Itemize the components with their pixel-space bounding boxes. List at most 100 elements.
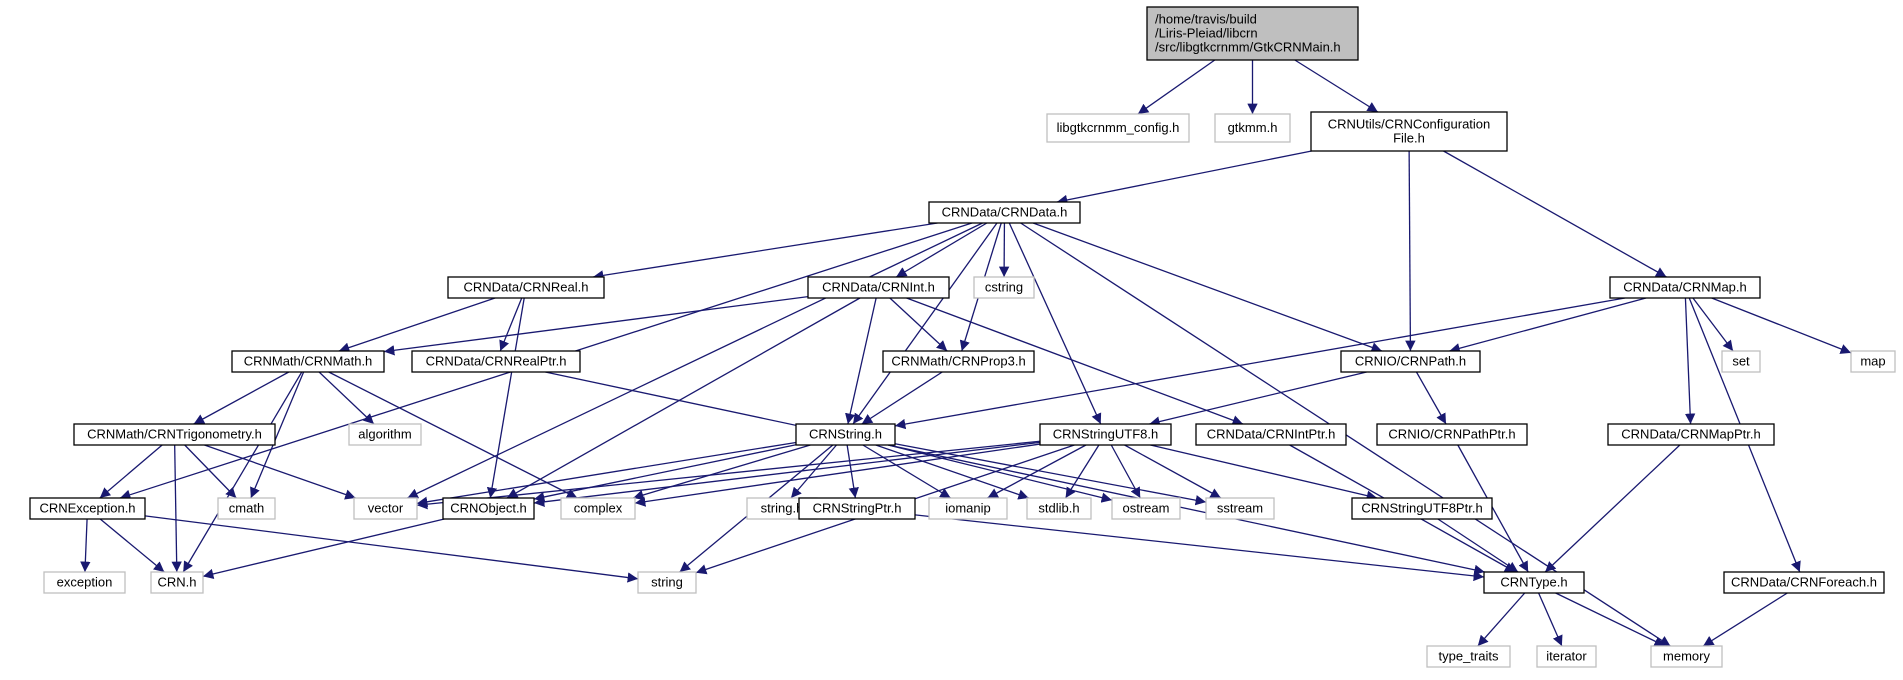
node-box	[1607, 423, 1775, 446]
edge-root-to-libgtkcrnmm_config	[1137, 59, 1216, 115]
edge-crnstring-to-ostream	[887, 444, 1113, 503]
node-cmath[interactable]: cmath	[217, 497, 276, 520]
edge-crnmap-to-crnstring	[894, 297, 1626, 430]
node-box	[353, 497, 418, 520]
node-libgtkcrnmm_config[interactable]: libgtkcrnmm_config.h	[1046, 113, 1190, 143]
edge-crnmath-to-algorithm	[318, 371, 375, 425]
node-gtkmm[interactable]: gtkmm.h	[1214, 113, 1291, 143]
node-crnreal[interactable]: CRNData/CRNReal.h	[447, 276, 605, 299]
node-root[interactable]: /home/travis/build/Liris-Pleiad/libcrn/s…	[1146, 6, 1359, 61]
node-box	[928, 201, 1081, 224]
node-crnrealptr[interactable]: CRNData/CRNRealPtr.h	[411, 350, 581, 373]
node-set[interactable]: set	[1721, 350, 1761, 373]
node-crnintptr[interactable]: CRNData/CRNIntPtr.h	[1195, 423, 1347, 446]
node-cstring[interactable]: cstring	[973, 276, 1035, 299]
node-string[interactable]: string	[637, 571, 697, 594]
node-label: gtkmm.h	[1228, 120, 1278, 135]
edge-crnmath-to-crn	[182, 371, 303, 573]
node-label: CRNData/CRNRealPtr.h	[426, 354, 567, 369]
node-type_traits[interactable]: type_traits	[1426, 645, 1511, 668]
node-crnobject[interactable]: CRNObject.h	[442, 497, 535, 520]
edge-crnobject-to-crn	[202, 518, 445, 579]
edge-crnmath-to-cmath	[250, 371, 305, 499]
node-label: CRNException.h	[39, 501, 135, 516]
node-box	[1026, 497, 1092, 520]
node-crnexception[interactable]: CRNException.h	[29, 497, 146, 520]
edge-crntype-to-iterator	[1538, 592, 1563, 647]
node-label: cstring	[985, 280, 1023, 295]
node-map[interactable]: map	[1850, 350, 1896, 373]
node-vector[interactable]: vector	[353, 497, 418, 520]
node-ostream[interactable]: ostream	[1111, 497, 1181, 520]
node-memory[interactable]: memory	[1650, 645, 1723, 668]
node-sstream[interactable]: sstream	[1205, 497, 1275, 520]
node-box	[1195, 423, 1347, 446]
node-box	[1721, 350, 1761, 373]
node-crnmath[interactable]: CRNMath/CRNMath.h	[231, 350, 385, 373]
edge-crnstringutf8-to-sstream	[1124, 444, 1222, 499]
node-crndata[interactable]: CRNData/CRNData.h	[928, 201, 1081, 224]
node-box	[795, 423, 896, 446]
node-label: CRNIO/CRNPathPtr.h	[1388, 427, 1515, 442]
node-crnmap[interactable]: CRNData/CRNMap.h	[1609, 276, 1761, 299]
node-label: CRNStringUTF8.h	[1053, 427, 1158, 442]
edge-crnstringptr-to-crntype	[914, 514, 1485, 582]
edge-crnstring-to-iomanip	[862, 444, 951, 499]
edge-crnstring-to-complex	[632, 444, 811, 501]
node-crnstring[interactable]: CRNString.h	[795, 423, 896, 446]
edge-crnreal-to-crnrealptr	[499, 297, 523, 352]
node-box	[1536, 645, 1597, 668]
node-crnint[interactable]: CRNData/CRNInt.h	[807, 276, 950, 299]
node-label: algorithm	[358, 427, 411, 442]
node-crnstringptr[interactable]: CRNStringPtr.h	[798, 497, 916, 520]
node-crntrig[interactable]: CRNMath/CRNTrigonometry.h	[73, 423, 276, 446]
node-stdlib[interactable]: stdlib.h	[1026, 497, 1092, 520]
node-algorithm[interactable]: algorithm	[348, 423, 422, 446]
node-label: type_traits	[1439, 649, 1499, 664]
node-box	[1340, 350, 1481, 373]
node-crnmapptr[interactable]: CRNData/CRNMapPtr.h	[1607, 423, 1775, 446]
node-box	[29, 497, 146, 520]
node-label: map	[1860, 354, 1885, 369]
node-box	[1609, 276, 1761, 299]
edge-crnexception-to-string	[144, 515, 639, 583]
node-label: CRNMath/CRNProp3.h	[891, 354, 1025, 369]
node-box	[1146, 6, 1359, 61]
edge-crntrig-to-crn	[171, 444, 182, 573]
node-box	[1046, 113, 1190, 143]
node-crnpath[interactable]: CRNIO/CRNPath.h	[1340, 350, 1481, 373]
edge-crnmap-to-set	[1692, 297, 1734, 352]
node-box	[73, 423, 276, 446]
node-label: CRNData/CRNInt.h	[822, 280, 935, 295]
node-crnpathptr[interactable]: CRNIO/CRNPathPtr.h	[1376, 423, 1528, 446]
node-exception[interactable]: exception	[43, 571, 126, 594]
node-iomanip[interactable]: iomanip	[928, 497, 1008, 520]
edge-crntype-to-type_traits	[1477, 592, 1526, 647]
node-label: CRNMath/CRNTrigonometry.h	[87, 427, 262, 442]
node-label: CRNStringUTF8Ptr.h	[1361, 501, 1482, 516]
edge-crnstringutf8-to-complex	[634, 443, 1041, 507]
node-box	[1650, 645, 1723, 668]
node-box	[928, 497, 1008, 520]
node-box	[1850, 350, 1896, 373]
node-box	[1205, 497, 1275, 520]
node-label: iomanip	[945, 501, 991, 516]
edge-crnstringutf8-to-ostream	[1110, 444, 1141, 499]
edge-crnforeach-to-memory	[1702, 592, 1788, 647]
node-label: string	[651, 575, 683, 590]
node-crnstringutf8ptr[interactable]: CRNStringUTF8Ptr.h	[1351, 497, 1493, 520]
node-complex[interactable]: complex	[560, 497, 636, 520]
node-iterator[interactable]: iterator	[1536, 645, 1597, 668]
node-label: CRNData/CRNForeach.h	[1731, 575, 1877, 590]
node-label: set	[1732, 354, 1750, 369]
node-crnstringutf8[interactable]: CRNStringUTF8.h	[1039, 423, 1172, 446]
node-crnforeach[interactable]: CRNData/CRNForeach.h	[1723, 571, 1885, 594]
edge-crnconfig-to-crnmap	[1443, 150, 1667, 278]
node-crnprop3[interactable]: CRNMath/CRNProp3.h	[882, 350, 1035, 373]
edge-crnpathptr-to-crntype	[1457, 444, 1529, 573]
edge-crnconfig-to-crnpath	[1405, 150, 1416, 352]
node-crn[interactable]: CRN.h	[150, 571, 204, 594]
node-crntype[interactable]: CRNType.h	[1483, 571, 1585, 594]
edge-crnstringutf8-to-crnobject	[533, 441, 1041, 507]
